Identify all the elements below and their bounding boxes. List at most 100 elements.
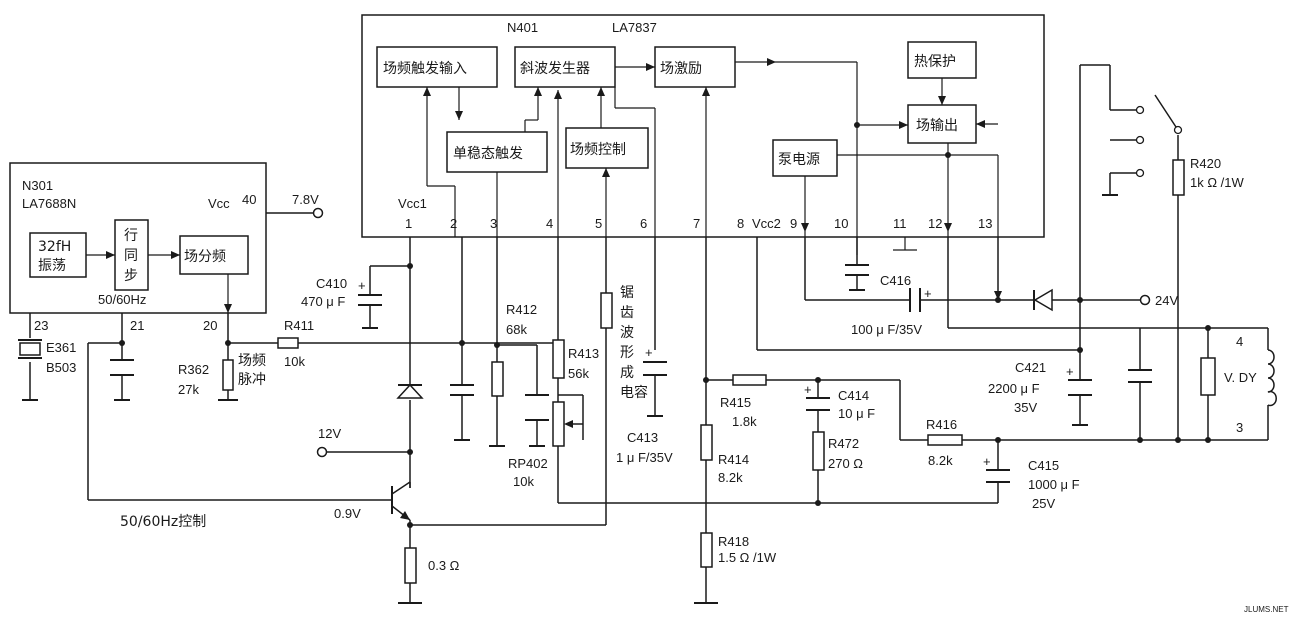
label-r418: R418 [718,534,749,549]
diode-vcc1 [396,383,424,399]
label-field-output: 场输出 [916,118,958,134]
label-c415: C415 [1028,458,1059,473]
value-rp402: 10k [513,474,534,489]
label-r414: R414 [718,452,749,467]
label-pump-supply: 泵电源 [778,152,820,168]
value-e361: B503 [46,360,76,375]
label-field-drive: 场激励 [660,60,702,77]
svg-text:+: + [804,382,812,397]
svg-text:+: + [924,286,932,301]
resistor-sawtooth [600,292,613,329]
pin-1: 1 [405,216,412,231]
switch-s [1135,94,1183,178]
value-c413: 1 μ F/35V [616,450,673,465]
resistor-r418 [700,532,713,568]
label-vcc1: Vcc1 [398,196,427,211]
label-24v: 24V [1155,293,1178,308]
value-r418: 1.5 Ω /1W [718,550,777,565]
diode-24v [1033,288,1053,312]
pin-7: 7 [693,216,700,231]
signal-arrows [106,58,1002,313]
label-field-trigger-input: 场频触发输入 [383,61,467,77]
pin-2: 2 [450,216,457,231]
watermark: JLUMS.NET [1244,605,1289,614]
resistor-vdy [1200,357,1216,396]
label-r413: R413 [568,346,599,361]
label-r415: R415 [720,395,751,410]
label-monostable-trigger: 单稳态触发 [453,146,523,162]
pin-21: 21 [130,318,144,333]
crystal-e361 [19,342,41,356]
label-rp402: RP402 [508,456,548,471]
voltage-c415: 25V [1032,496,1055,511]
block-field-drive [654,46,736,88]
label-r412: R412 [506,302,537,317]
label-yoke-3: 3 [1236,420,1243,435]
value-r414: 8.2k [718,470,743,485]
resistor-r411 [277,337,299,349]
resistor-r362 [222,359,234,391]
svg-text:+: + [1066,364,1074,379]
pin-8: 8 [737,216,744,231]
label-50-60hz: 50/60Hz [98,292,146,307]
transistor-q [391,481,411,525]
chip-n401-model: LA7837 [612,20,657,35]
resistor-r416 [927,434,963,446]
label-r472: R472 [828,436,859,451]
block-field-divider [179,235,249,275]
voltage-c421: 35V [1014,400,1037,415]
pin-40: 40 [242,192,256,207]
label-c413: C413 [627,430,658,445]
svg-text:+: + [983,454,991,469]
label-r362: R362 [178,362,209,377]
junction-dots [119,122,1211,528]
label-r420: R420 [1190,156,1221,171]
svg-text:+: + [645,345,653,360]
terminal-12v [316,446,328,458]
capacitor-symbols [22,194,1152,604]
resistor-r413 [552,339,565,379]
label-saw-2: 齿 [620,305,634,321]
label-saw-5: 成 [620,365,634,381]
value-c421: 2200 μ F [988,381,1040,396]
label-saw-4: 形 [620,345,634,361]
block-pump-supply [772,139,838,177]
label-0v9: 0.9V [334,506,361,521]
label-vcc2: Vcc2 [752,216,781,231]
label-saw-3: 波 [620,325,634,341]
resistor-r420 [1172,159,1185,196]
label-50-60hz-control: 50/60Hz控制 [120,514,206,530]
value-r416: 8.2k [928,453,953,468]
n301-labels: N301 LA7688N Vcc 40 7.8V 32fH 振荡 行 同 步 场… [22,178,319,333]
pin-20: 20 [203,318,217,333]
label-c414: C414 [838,388,869,403]
value-c416: 100 μ F/35V [851,322,922,337]
pin-13: 13 [978,216,992,231]
pin-3: 3 [490,216,497,231]
label-vdy: V. DY [1224,370,1257,385]
value-r411: 10k [284,354,305,369]
resistor-r414 [700,424,713,461]
block-monostable-trigger [446,131,548,173]
pin-10: 10 [834,216,848,231]
pin-11: 11 [893,216,907,231]
label-saw-6: 电容 [620,384,648,401]
label-32fh: 32fH [38,239,71,255]
label-oscillate: 振荡 [38,258,66,274]
label-thermal-protect: 热保护 [914,54,956,70]
pin-4: 4 [546,216,553,231]
label-c416: C416 [880,273,911,288]
value-emitter-resistor: 0.3 Ω [428,558,460,573]
value-r472: 270 Ω [828,456,863,471]
pin-9: 9 [790,216,797,231]
pin-23: 23 [34,318,48,333]
potentiometer-rp402 [552,401,565,447]
label-yoke-4: 4 [1236,334,1243,349]
svg-text:+: + [358,278,366,293]
resistor-r472 [812,431,825,471]
component-labels: C410 470 μ F R411 10k E361 B503 R362 27k… [46,156,1289,614]
label-r411: R411 [284,318,314,333]
block-field-trigger-input [376,46,498,88]
